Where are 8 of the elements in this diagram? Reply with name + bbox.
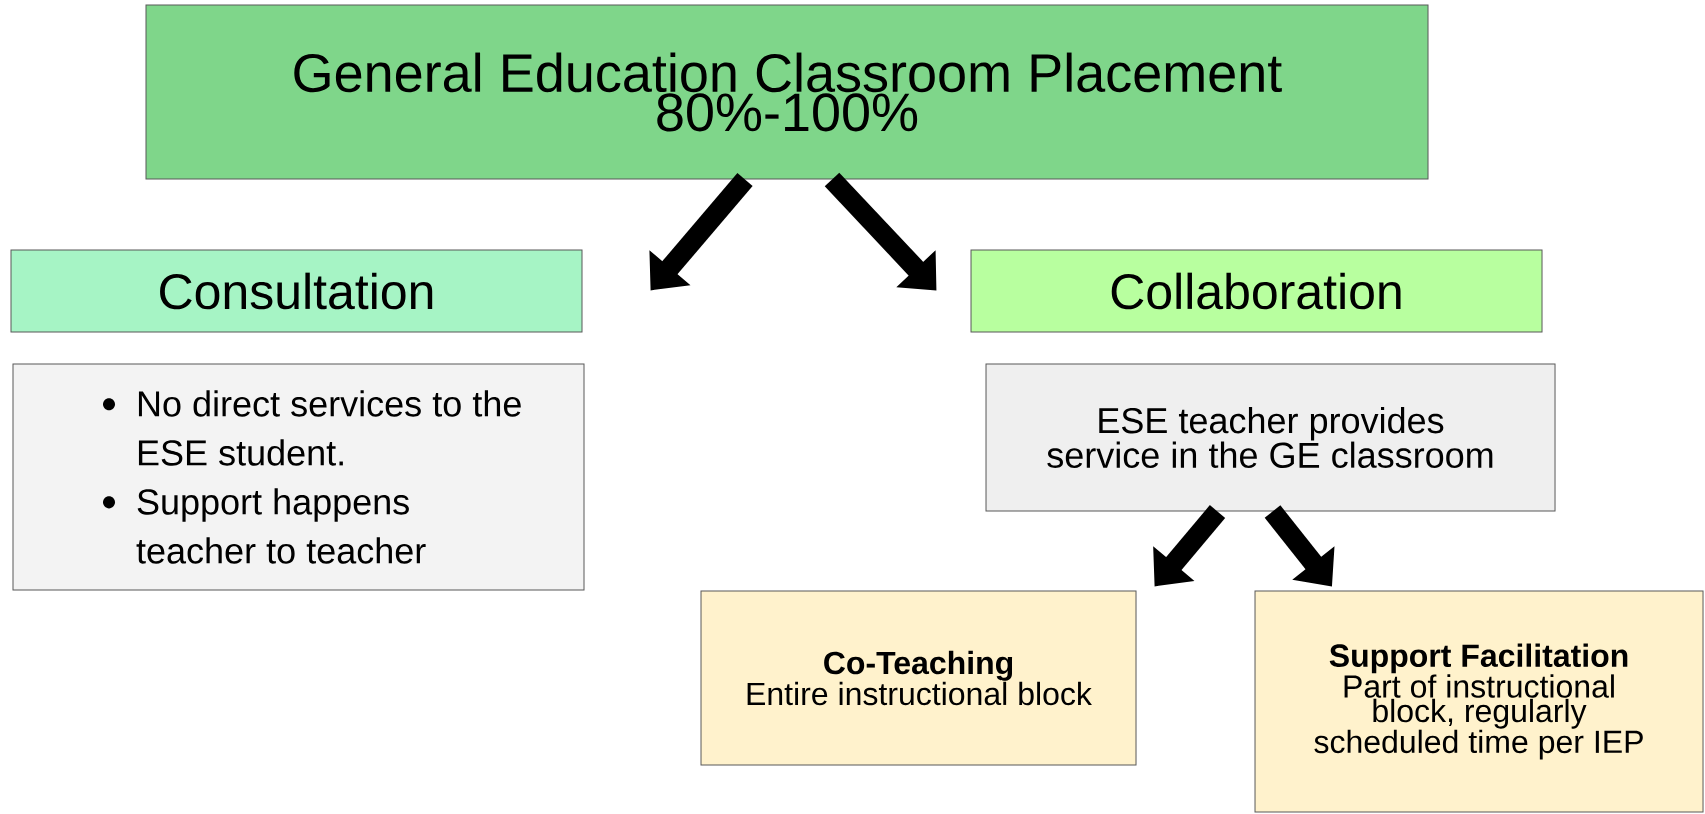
text-box: No direct services to the ESE student. Support happens teacher to teacher: [12, 363, 585, 591]
heading-box: Consultation: [10, 249, 583, 333]
arrow: [824, 172, 937, 291]
card-box: Co-Teaching Entire instructional block: [700, 590, 1137, 766]
title-box: General Education Classroom Placement 80%-100%: [145, 4, 1429, 180]
text-box: ESE teacher provides service in the GE classroom: [985, 363, 1556, 512]
heading-box: Collaboration: [970, 249, 1543, 333]
card-box: Support Facilitation Part of instructional block, regularly scheduled time per IEP: [1254, 590, 1704, 813]
